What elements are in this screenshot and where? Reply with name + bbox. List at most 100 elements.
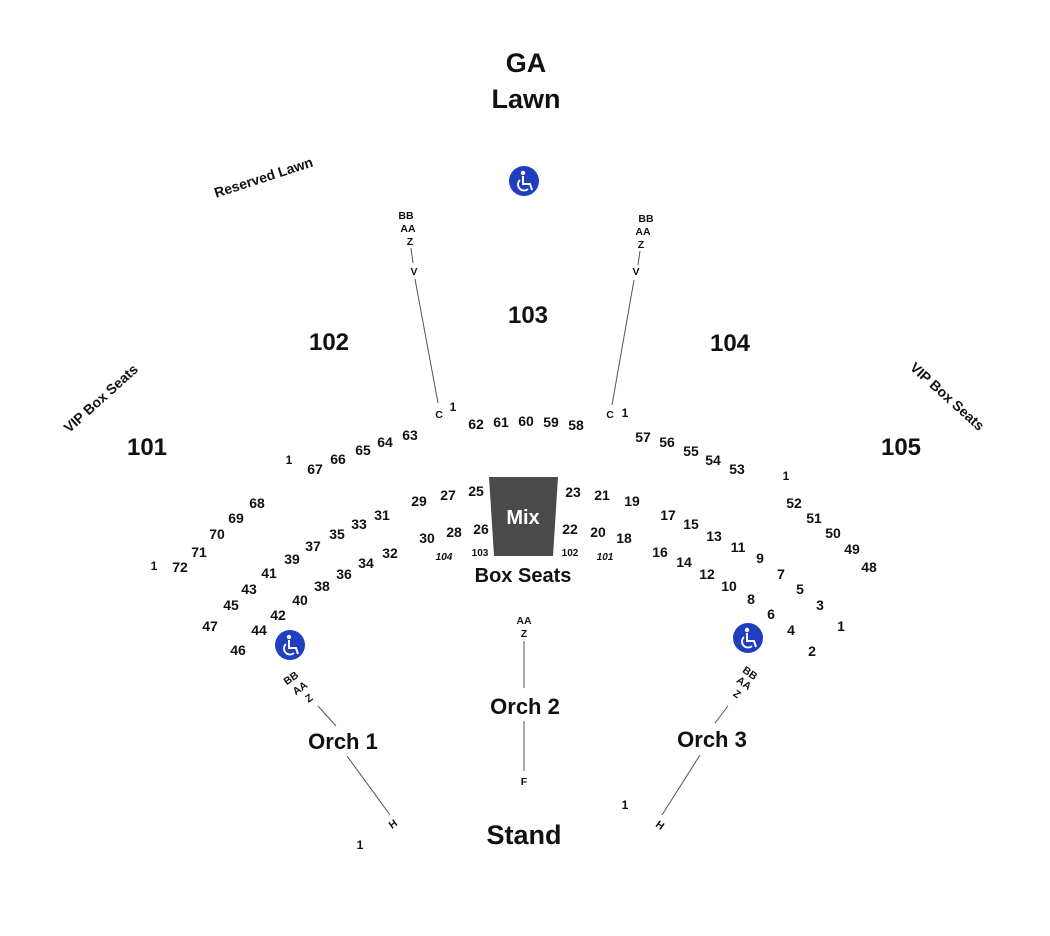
seat-number: 13 <box>706 528 722 544</box>
seat-number: 7 <box>777 566 785 582</box>
section-105[interactable]: 105 <box>881 434 921 461</box>
seat-number: 49 <box>844 541 860 557</box>
aisle-line <box>410 247 414 264</box>
row-marker: Z <box>521 628 528 640</box>
seat-number: 60 <box>518 413 534 429</box>
seat-number: 47 <box>202 618 218 634</box>
section-102[interactable]: 102 <box>309 329 349 356</box>
seat-number: 63 <box>402 427 418 443</box>
seat-number: 10 <box>721 578 737 594</box>
row-marker: H <box>653 818 666 832</box>
box-section-102[interactable]: 102 <box>562 548 579 559</box>
row-marker: V <box>632 266 639 278</box>
seat-number: 1 <box>151 559 158 573</box>
seat-number: 64 <box>377 434 393 450</box>
aisle-line <box>414 278 439 404</box>
row-marker: H <box>387 817 400 831</box>
seat-number: 43 <box>241 581 257 597</box>
seat-number: 1 <box>622 798 629 812</box>
row-marker: Z <box>407 236 414 248</box>
section-orch-2[interactable]: Orch 2 <box>490 694 560 719</box>
seat-number: 26 <box>473 521 489 537</box>
seat-number: 18 <box>616 530 632 546</box>
seat-number: 2 <box>808 643 816 659</box>
stand-label[interactable]: Stand <box>486 820 561 850</box>
seat-number: 22 <box>562 521 578 537</box>
section-orch-1[interactable]: Orch 1 <box>308 729 378 754</box>
seat-number: 1 <box>837 618 845 634</box>
seat-number: 31 <box>374 507 390 523</box>
aisle-line <box>661 754 701 816</box>
lawn-label[interactable]: Lawn <box>491 84 560 114</box>
seat-number: 36 <box>336 566 352 582</box>
seat-number: 30 <box>419 530 435 546</box>
seat-number: 8 <box>747 591 755 607</box>
aisle-line <box>346 755 391 816</box>
seat-number: 29 <box>411 493 427 509</box>
seat-number: 20 <box>590 524 606 540</box>
seat-number: 25 <box>468 483 484 499</box>
row-marker: C <box>435 409 443 421</box>
seat-number: 51 <box>806 510 822 526</box>
aisle-line <box>637 250 641 266</box>
seat-number: 23 <box>565 484 581 500</box>
seat-number: 3 <box>816 597 824 613</box>
seat-number: 59 <box>543 414 559 430</box>
row-marker: BB <box>398 210 414 222</box>
seat-number: 55 <box>683 443 699 459</box>
box-section-103[interactable]: 103 <box>472 548 489 559</box>
wheelchair-icon <box>509 166 539 196</box>
row-marker: BB <box>638 213 654 225</box>
seat-number: 1 <box>622 406 629 420</box>
section-104[interactable]: 104 <box>710 330 751 357</box>
row-marker: Z <box>638 239 645 251</box>
section-101[interactable]: 101 <box>127 434 167 461</box>
seat-number: 62 <box>468 416 484 432</box>
seat-number: 14 <box>676 554 692 570</box>
seat-number: 4 <box>787 622 795 638</box>
seat-number: 9 <box>756 550 764 566</box>
box-section-101[interactable]: 101 <box>597 552 614 563</box>
seat-number: 65 <box>355 442 371 458</box>
seat-number: 45 <box>223 597 239 613</box>
seat-number: 1 <box>357 838 364 852</box>
seat-number: 37 <box>305 538 321 554</box>
vip-box-seats-left[interactable]: VIP Box Seats <box>60 361 141 436</box>
seat-number: 56 <box>659 434 675 450</box>
seat-number: 44 <box>251 622 267 638</box>
seat-number: 1 <box>450 400 457 414</box>
seat-number: 53 <box>729 461 745 477</box>
seat-number: 57 <box>635 429 651 445</box>
seat-number: 28 <box>446 524 462 540</box>
seat-number: 17 <box>660 507 676 523</box>
vip-box-seats-right[interactable]: VIP Box Seats <box>907 359 988 434</box>
seat-number: 33 <box>351 516 367 532</box>
row-marker: Z <box>303 691 316 705</box>
seat-number: 5 <box>796 581 804 597</box>
row-marker: V <box>410 266 417 278</box>
ga-label[interactable]: GA <box>506 48 547 78</box>
row-marker: AA <box>516 615 532 627</box>
seat-number: 69 <box>228 510 244 526</box>
seat-number: 15 <box>683 516 699 532</box>
wheelchair-icon <box>275 630 305 660</box>
box-seats-label[interactable]: Box Seats <box>475 565 572 587</box>
box-section-104[interactable]: 104 <box>436 552 453 563</box>
section-orch-3[interactable]: Orch 3 <box>677 727 747 752</box>
seat-number: 41 <box>261 565 277 581</box>
seat-number: 67 <box>307 461 323 477</box>
seat-number: 48 <box>861 559 877 575</box>
seat-number: 11 <box>731 539 746 555</box>
mix-label: Mix <box>506 507 539 529</box>
seat-number: 40 <box>292 592 308 608</box>
seat-number: 58 <box>568 417 584 433</box>
seat-number: 38 <box>314 578 330 594</box>
reserved-lawn-label[interactable]: Reserved Lawn <box>212 154 315 201</box>
section-103[interactable]: 103 <box>508 302 548 329</box>
seat-number: 21 <box>594 487 610 503</box>
seat-number: 32 <box>382 545 398 561</box>
row-marker: C <box>606 409 614 421</box>
row-marker: AA <box>635 226 651 238</box>
mix-booth[interactable] <box>489 477 558 556</box>
wheelchair-icon <box>733 623 763 653</box>
